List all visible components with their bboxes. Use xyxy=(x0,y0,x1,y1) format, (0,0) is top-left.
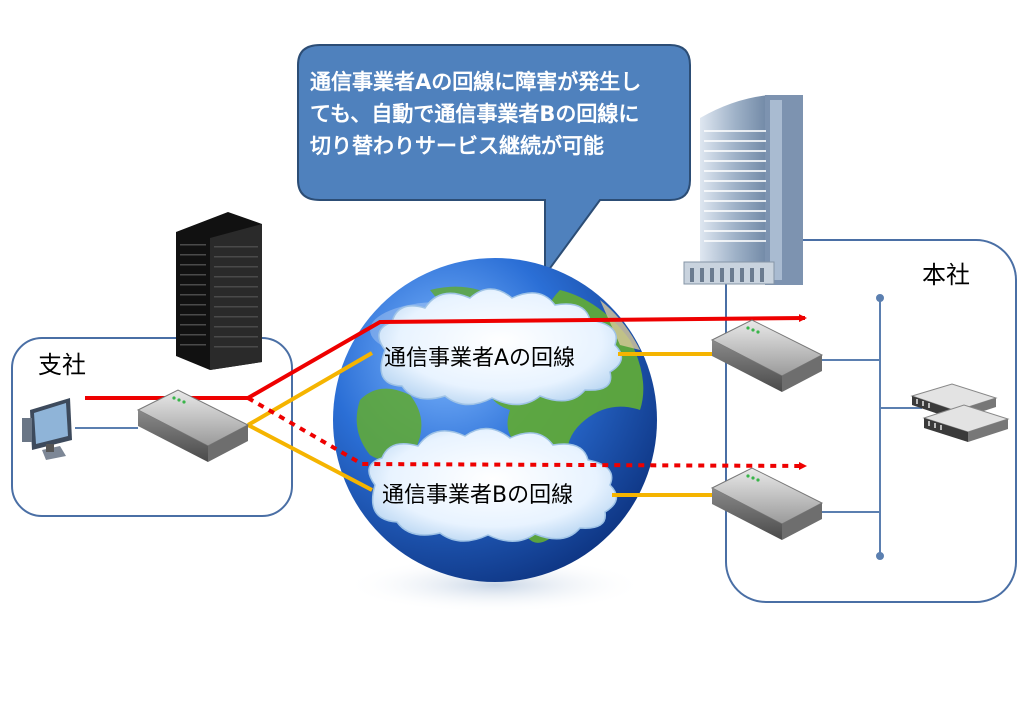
hq-server-icon xyxy=(910,383,1010,442)
carrier-b-cloud-icon xyxy=(368,427,618,542)
branch-router-icon xyxy=(136,389,250,462)
callout-bubble xyxy=(297,44,691,279)
callout-text: 通信事業者Aの回線に障害が発生し ても、自動で通信事業者Bの回線に 切り替わりサ… xyxy=(310,66,680,162)
branch-label: 支社 xyxy=(38,351,86,379)
branch-to-carrier-b-link xyxy=(247,423,373,492)
carrier-links xyxy=(246,351,712,497)
branch-frame xyxy=(11,337,293,517)
hq-frame xyxy=(725,239,1017,603)
callout-line-1: 通信事業者Aの回線に障害が発生し xyxy=(310,70,642,94)
hq-lan xyxy=(822,294,922,560)
carrier-a-label: 通信事業者Aの回線 xyxy=(384,346,576,371)
branch-pc-icon xyxy=(22,398,72,460)
carrier-a-cloud-icon xyxy=(378,288,623,406)
hq-router-b-icon xyxy=(710,467,824,540)
callout-line-2: ても、自動で通信事業者Bの回線に xyxy=(310,102,640,126)
hq-router-a-icon xyxy=(710,319,824,392)
branch-to-carrier-a-link xyxy=(246,351,374,427)
hq-building-icon xyxy=(683,95,803,285)
callout-line-3: 切り替わりサービス継続が可能 xyxy=(310,134,604,158)
carrier-b-label: 通信事業者Bの回線 xyxy=(382,483,574,508)
hq-label: 本社 xyxy=(922,261,970,289)
branch-building-icon xyxy=(176,212,262,370)
globe-shadow xyxy=(345,557,645,613)
